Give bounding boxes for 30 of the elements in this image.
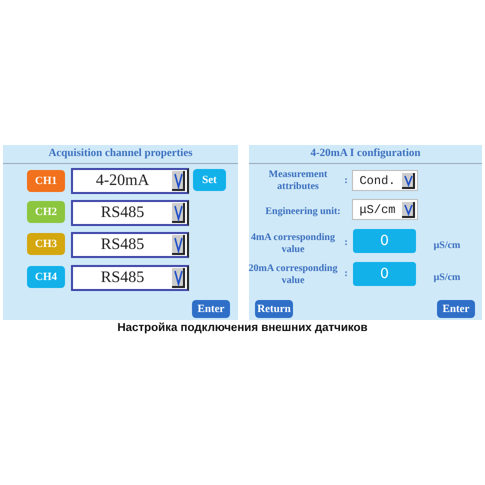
field-label: :	[343, 237, 349, 248]
dropdown-field: RS485	[71, 265, 189, 291]
settings-panel	[249, 145, 482, 320]
panel-title: 4-20mA I configuration	[310, 147, 422, 159]
dropdown-field: 4-20mA	[71, 168, 189, 194]
field-label: μS/cm	[432, 240, 462, 252]
field-label: Engineering unit:	[264, 206, 342, 218]
button: CH3	[27, 233, 65, 255]
panel-title: Acquisition channel properties	[47, 147, 194, 159]
caption: Настройка подключения внешних датчиков	[116, 322, 369, 334]
button: CH4	[27, 266, 65, 288]
field-label: 4mA corresponding value	[250, 232, 336, 255]
button: CH1	[27, 170, 65, 192]
button: Enter	[192, 300, 230, 318]
button: Set	[193, 169, 226, 191]
dropdown-field: μS/cm	[352, 199, 418, 220]
field-label: 20mA corresponding value	[248, 263, 338, 286]
field-label: μS/cm	[432, 272, 462, 284]
dropdown-field: RS485	[71, 200, 189, 226]
dropdown-field: Cond.	[352, 170, 418, 191]
field-label: Measurement attributes	[268, 169, 328, 192]
button: Enter	[437, 300, 475, 318]
button: CH2	[27, 201, 65, 223]
dropdown-field: RS485	[71, 232, 189, 258]
button: Return	[255, 300, 293, 318]
field-label: :	[343, 268, 349, 280]
settings-panel	[3, 145, 238, 320]
field-label: :	[343, 175, 349, 186]
value-field: 0	[353, 229, 416, 253]
value-field: 0	[353, 262, 416, 286]
